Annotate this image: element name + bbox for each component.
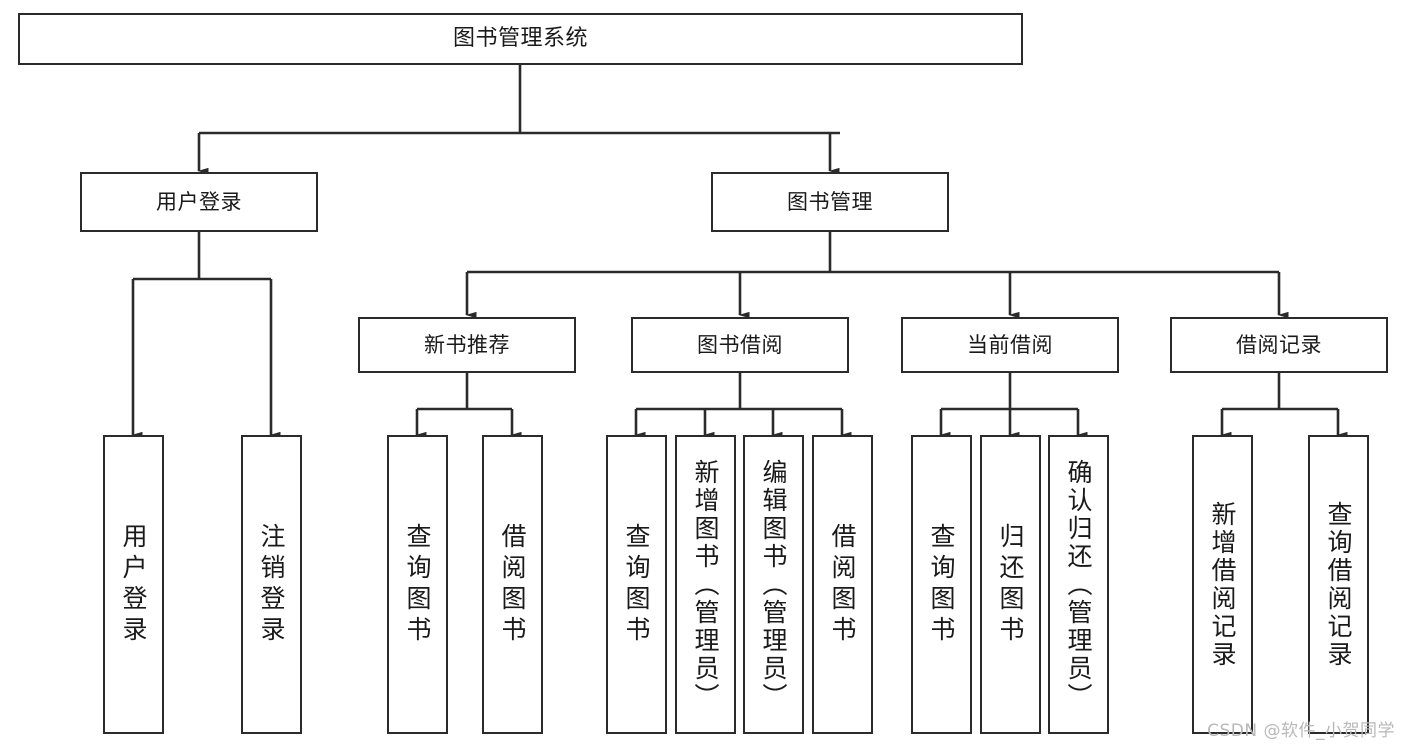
node-leaf-borrow-edit-book-admin[interactable]: 编辑图书（管理员） — [743, 435, 804, 734]
node-leaf-current-confirm-return-admin[interactable]: 确认归还（管理员） — [1048, 435, 1109, 734]
node-label: 用户登录 — [156, 189, 242, 214]
node-leaf-current-query-book[interactable]: 查询图书 — [911, 435, 972, 734]
node-leaf-record-query-record[interactable]: 查询借阅记录 — [1308, 435, 1369, 734]
node-label: 确认归还（管理员） — [1064, 458, 1093, 711]
node-leaf-borrow-query-book[interactable]: 查询图书 — [606, 435, 667, 734]
node-user-login[interactable]: 用户登录 — [80, 172, 318, 232]
node-label: 新增借阅记录 — [1208, 500, 1237, 669]
node-leaf-current-return-book[interactable]: 归还图书 — [980, 435, 1041, 734]
node-label: 新增图书（管理员） — [691, 458, 720, 711]
node-leaf-record-add-record[interactable]: 新增借阅记录 — [1192, 435, 1253, 734]
node-current-borrow[interactable]: 当前借阅 — [901, 317, 1119, 373]
node-borrow-record[interactable]: 借阅记录 — [1170, 317, 1388, 373]
node-leaf-new-book-borrow[interactable]: 借阅图书 — [482, 435, 543, 734]
node-label: 归还图书 — [996, 522, 1025, 647]
node-new-book-recommend[interactable]: 新书推荐 — [358, 317, 576, 373]
node-label: 图书借阅 — [697, 332, 783, 357]
watermark-text: CSDN @软件_小贺同学 — [1207, 721, 1395, 741]
node-label: 借阅图书 — [828, 522, 857, 647]
node-root-book-management-system[interactable]: 图书管理系统 — [18, 13, 1023, 65]
node-leaf-borrow-add-book-admin[interactable]: 新增图书（管理员） — [675, 435, 736, 734]
node-book-management[interactable]: 图书管理 — [711, 172, 949, 232]
node-label: 当前借阅 — [967, 332, 1053, 357]
node-label: 图书管理 — [787, 189, 873, 214]
node-label: 借阅记录 — [1236, 332, 1322, 357]
node-leaf-user-login-logout[interactable]: 注销登录 — [241, 435, 302, 734]
node-label: 注销登录 — [257, 522, 286, 647]
node-leaf-borrow-borrow-book[interactable]: 借阅图书 — [812, 435, 873, 734]
node-label: 新书推荐 — [424, 332, 510, 357]
node-label: 查询图书 — [622, 522, 651, 647]
node-book-borrow[interactable]: 图书借阅 — [631, 317, 849, 373]
node-label: 查询图书 — [927, 522, 956, 647]
node-leaf-user-login-login[interactable]: 用户登录 — [103, 435, 164, 734]
node-label: 借阅图书 — [498, 522, 527, 647]
node-label: 查询图书 — [403, 522, 432, 647]
node-label: 编辑图书（管理员） — [759, 458, 788, 711]
node-label: 图书管理系统 — [452, 26, 588, 52]
node-label: 查询借阅记录 — [1324, 500, 1353, 669]
node-label: 用户登录 — [119, 522, 148, 647]
node-leaf-new-book-query[interactable]: 查询图书 — [387, 435, 448, 734]
